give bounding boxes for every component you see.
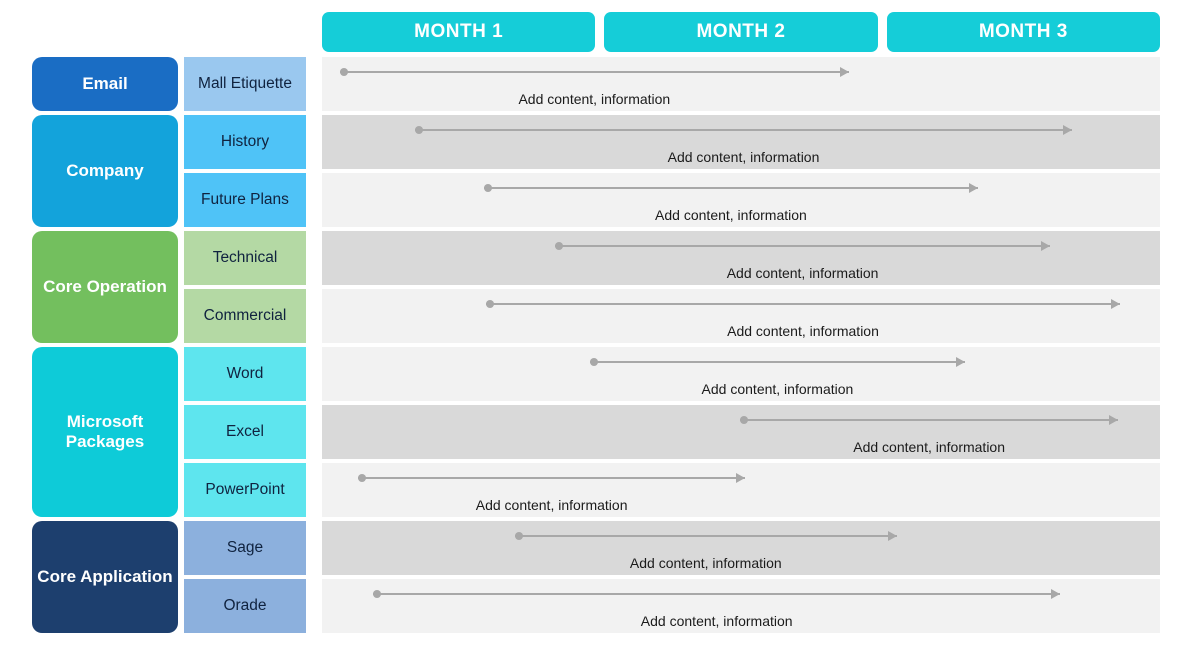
timeline-lane[interactable]: Add content, information [322, 289, 1160, 343]
task-duration-bar[interactable] [740, 415, 1119, 425]
task-label-block[interactable]: Sage [184, 521, 306, 575]
bar-end-arrow-icon [969, 183, 979, 193]
bar-track [590, 361, 965, 363]
bar-track [514, 535, 897, 537]
bar-end-arrow-icon [1051, 589, 1061, 599]
bar-track [373, 593, 1061, 595]
bar-end-arrow-icon [955, 357, 965, 367]
bar-end-arrow-icon [1110, 299, 1120, 309]
task-duration-bar[interactable] [339, 67, 850, 77]
task-note: Add content, information [853, 439, 1006, 455]
task-duration-bar[interactable] [590, 357, 965, 367]
bar-end-arrow-icon [1109, 415, 1119, 425]
timeline-lane[interactable]: Add content, information [322, 347, 1160, 401]
task-label-block[interactable]: History [184, 115, 306, 169]
bar-track [415, 129, 1072, 131]
bar-end-arrow-icon [736, 473, 746, 483]
bar-start-dot-icon [483, 184, 492, 192]
bar-start-dot-icon [590, 358, 599, 366]
bar-track [358, 477, 746, 479]
task-label-block[interactable]: Word [184, 347, 306, 401]
bar-end-arrow-icon [840, 67, 850, 77]
task-note: Add content, information [727, 323, 879, 339]
timeline-lane[interactable]: Add content, information [322, 57, 1160, 111]
timeline-lane[interactable]: Add content, information [322, 521, 1160, 575]
bar-start-dot-icon [486, 300, 495, 308]
category-block[interactable]: Core Application [32, 521, 178, 633]
bar-start-dot-icon [339, 68, 348, 76]
month-header-2[interactable]: MONTH 2 [604, 12, 878, 52]
task-note: Add content, information [655, 207, 807, 223]
task-label-block[interactable]: Technical [184, 231, 306, 285]
bar-start-dot-icon [554, 242, 563, 250]
task-duration-bar[interactable] [554, 241, 1051, 251]
task-duration-bar[interactable] [373, 589, 1061, 599]
bar-end-arrow-icon [1063, 125, 1072, 135]
category-block[interactable]: Core Operation [32, 231, 178, 343]
month-header-1[interactable]: MONTH 1 [322, 12, 596, 52]
task-note: Add content, information [475, 497, 628, 513]
task-note: Add content, information [640, 613, 793, 629]
bar-track [483, 187, 979, 189]
bar-start-dot-icon [514, 532, 523, 540]
timeline-lane[interactable]: Add content, information [322, 231, 1160, 285]
bar-end-arrow-icon [887, 531, 897, 541]
category-block[interactable]: Company [32, 115, 178, 227]
task-duration-bar[interactable] [415, 125, 1072, 135]
timeline-lane[interactable]: Add content, information [322, 405, 1160, 459]
task-note: Add content, information [667, 149, 820, 165]
category-block[interactable]: Microsoft Packages [32, 347, 178, 517]
bar-start-dot-icon [358, 474, 367, 482]
task-label-block[interactable]: Future Plans [184, 173, 306, 227]
bar-start-dot-icon [415, 126, 424, 134]
task-note: Add content, information [629, 555, 782, 571]
timeline-lane[interactable]: Add content, information [322, 173, 1160, 227]
bar-track [339, 71, 850, 73]
task-label-block[interactable]: Mall Etiquette [184, 57, 306, 111]
timeline-lane[interactable]: Add content, information [322, 115, 1160, 169]
bar-track [740, 419, 1119, 421]
task-label-block[interactable]: PowerPoint [184, 463, 306, 517]
bar-start-dot-icon [373, 590, 382, 598]
month-header-3[interactable]: MONTH 3 [886, 12, 1160, 52]
task-duration-bar[interactable] [358, 473, 746, 483]
task-label-block[interactable]: Commercial [184, 289, 306, 343]
timeline-lane[interactable]: Add content, information [322, 463, 1160, 517]
bar-track [554, 245, 1051, 247]
task-note: Add content, information [726, 265, 879, 281]
task-note: Add content, information [518, 91, 671, 107]
task-duration-bar[interactable] [514, 531, 897, 541]
category-block[interactable]: Email [32, 57, 178, 111]
bar-end-arrow-icon [1041, 241, 1051, 251]
task-note: Add content, information [701, 381, 854, 397]
bar-start-dot-icon [740, 416, 749, 424]
task-label-block[interactable]: Orade [184, 579, 306, 633]
task-duration-bar[interactable] [483, 183, 979, 193]
task-label-block[interactable]: Excel [184, 405, 306, 459]
task-duration-bar[interactable] [486, 299, 1120, 309]
bar-track [486, 303, 1120, 305]
timeline-lane[interactable]: Add content, information [322, 579, 1160, 633]
